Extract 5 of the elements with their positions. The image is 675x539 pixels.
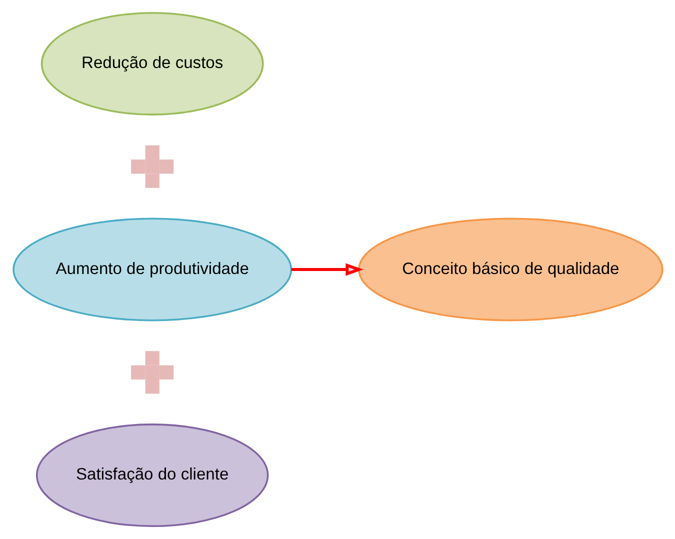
node-ellipse: Satisfação do cliente <box>35 424 268 528</box>
node-ellipse: Redução de custos <box>40 12 264 116</box>
node-ellipse: Conceito básico de qualidade <box>358 218 663 322</box>
node-ellipse: Aumento de produtividade <box>12 218 292 322</box>
arrow <box>290 263 363 276</box>
